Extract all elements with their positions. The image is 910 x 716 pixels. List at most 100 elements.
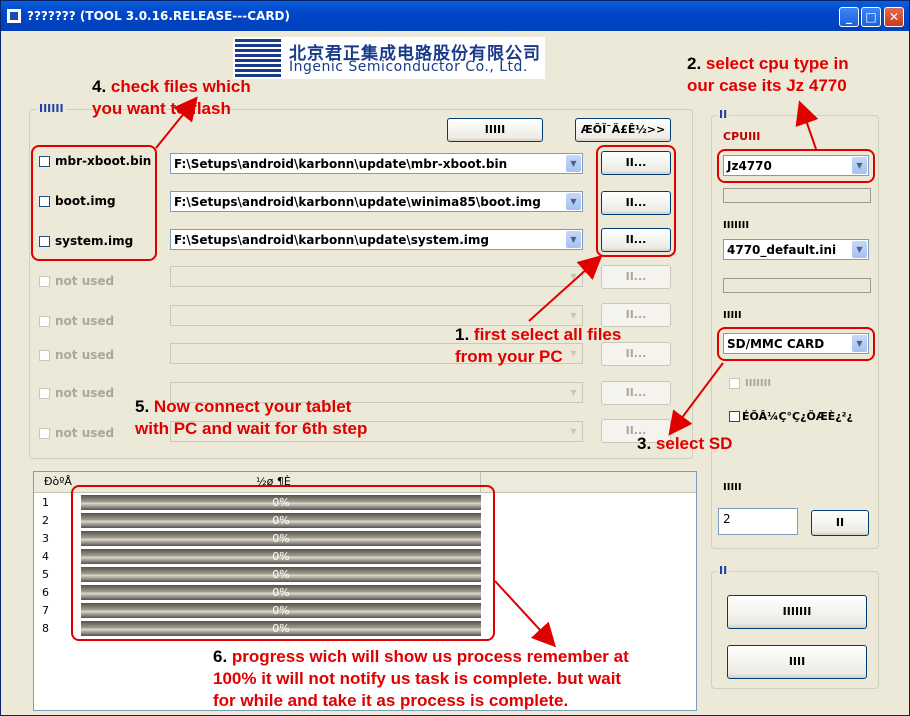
annotation-step-3: 3. select SD — [637, 433, 732, 455]
row-index: 7 — [42, 604, 49, 617]
stop-button[interactable]: IIII — [727, 645, 867, 679]
row-index: 5 — [42, 568, 49, 581]
file-label-7: not used — [55, 386, 115, 400]
chevron-down-icon[interactable]: ▼ — [852, 157, 867, 174]
file-path-6[interactable]: ▼ — [170, 343, 583, 364]
browse-button-system[interactable]: II... — [601, 228, 671, 252]
annotation-text: you want to flash — [92, 99, 231, 118]
annotation-step-4: 4. check files which you want to flash — [92, 76, 251, 120]
file-path-8[interactable]: ▼ — [170, 421, 583, 442]
file-label-boot: boot.img — [55, 194, 116, 208]
chevron-down-icon[interactable]: ▼ — [852, 241, 867, 258]
annotation-box-cpu — [717, 149, 875, 183]
chevron-down-icon[interactable]: ▼ — [566, 384, 581, 401]
list-item[interactable]: 3 0% — [34, 530, 696, 548]
cpu-select[interactable]: Jz4770 ▼ — [723, 155, 869, 176]
row-index: 2 — [42, 514, 49, 527]
file-path-system[interactable]: F:\Setups\android\karbonn\update\system.… — [170, 229, 583, 250]
file-checkbox-system[interactable] — [39, 236, 50, 247]
file-checkbox-8[interactable] — [39, 428, 50, 439]
cpu-label: CPUIII — [723, 130, 761, 143]
chevron-down-icon[interactable]: ▼ — [566, 231, 581, 248]
file-path-boot[interactable]: F:\Setups\android\karbonn\update\winima8… — [170, 191, 583, 212]
close-button[interactable]: ✕ — [884, 7, 904, 27]
file-path-7[interactable]: ▼ — [170, 382, 583, 403]
ini-select[interactable]: 4770_default.ini ▼ — [723, 239, 869, 260]
file-label-system: system.img — [55, 234, 134, 248]
device-select[interactable]: SD/MMC CARD ▼ — [723, 333, 869, 354]
arrow-1 — [528, 254, 603, 322]
start-button[interactable]: IIIIIII — [727, 595, 867, 629]
config-mode-button[interactable]: ÆÕÏ¯Ä£Ê½>> — [575, 118, 671, 142]
annotation-box-progress — [71, 485, 495, 641]
option-checkbox-1[interactable] — [729, 378, 740, 389]
file-checkbox-5[interactable] — [39, 316, 50, 327]
title-bar[interactable]: ??????? (TOOL 3.0.16.RELEASE---CARD) _ □… — [1, 1, 909, 31]
progress-bar: 0% — [81, 495, 481, 510]
device-label: IIIII — [723, 310, 742, 321]
annotation-number: 3. — [637, 434, 652, 453]
column-header-index[interactable]: ÐòºÅ — [44, 475, 72, 488]
option-label-1: IIIIIII — [745, 378, 772, 389]
row-index: 6 — [42, 586, 49, 599]
count-input[interactable]: 2 — [718, 508, 798, 535]
browse-button-6[interactable]: II... — [601, 342, 671, 366]
files-group — [29, 109, 693, 459]
row-index: 8 — [42, 622, 49, 635]
browse-button-mbr[interactable]: II... — [601, 151, 671, 175]
file-label-8: not used — [55, 426, 115, 440]
maximize-button[interactable]: □ — [861, 7, 881, 27]
row-index: 3 — [42, 532, 49, 545]
chevron-down-icon[interactable]: ▼ — [566, 423, 581, 440]
count-apply-button[interactable]: II — [811, 510, 869, 536]
file-path-system-value: F:\Setups\android\karbonn\update\system.… — [174, 233, 490, 247]
file-checkbox-4[interactable] — [39, 276, 50, 287]
annotation-number: 6. — [213, 647, 228, 666]
annotation-text: first select all files — [473, 325, 622, 344]
minimize-button[interactable]: _ — [839, 7, 859, 27]
chevron-down-icon[interactable]: ▼ — [566, 155, 581, 172]
chevron-down-icon[interactable]: ▼ — [852, 335, 867, 352]
column-header-progress[interactable]: ½ø ¶È — [256, 475, 291, 488]
progress-bar: 0% — [81, 603, 481, 618]
cpu-select-value: Jz4770 — [727, 159, 772, 173]
annotation-step-1: 1. first select all files from your PC — [455, 324, 621, 368]
file-checkbox-6[interactable] — [39, 350, 50, 361]
file-path-boot-value: F:\Setups\android\karbonn\update\winima8… — [174, 195, 541, 209]
logo-text-cn: 北京君正集成电路股份有限公司 — [289, 44, 541, 64]
browse-button-boot[interactable]: II... — [601, 191, 671, 215]
column-divider[interactable] — [480, 472, 481, 492]
progress-bar: 0% — [81, 567, 481, 582]
list-item[interactable]: 7 0% — [34, 602, 696, 620]
chevron-down-icon[interactable]: ▼ — [566, 307, 581, 324]
file-path-5[interactable]: ▼ — [170, 305, 583, 326]
progress-percent: 0% — [272, 568, 290, 581]
list-item[interactable]: 5 0% — [34, 566, 696, 584]
browse-button-5[interactable]: II... — [601, 303, 671, 327]
file-label-6: not used — [55, 348, 115, 362]
files-top-button[interactable]: IIIII — [447, 118, 543, 142]
count-label: IIIII — [723, 482, 742, 493]
progress-bar: 0% — [81, 513, 481, 528]
file-path-mbr[interactable]: F:\Setups\android\karbonn\update\mbr-xbo… — [170, 153, 583, 174]
progress-list-header: ÐòºÅ ½ø ¶È — [34, 472, 696, 493]
browse-button-7[interactable]: II... — [601, 381, 671, 405]
progress-percent: 0% — [272, 604, 290, 617]
force-erase-checkbox[interactable] — [729, 411, 740, 422]
file-checkbox-boot[interactable] — [39, 196, 50, 207]
file-checkbox-mbr[interactable] — [39, 156, 50, 167]
logo-mark-icon — [235, 39, 281, 77]
chevron-down-icon[interactable]: ▼ — [566, 193, 581, 210]
file-checkbox-7[interactable] — [39, 388, 50, 399]
list-item[interactable]: 2 0% — [34, 512, 696, 530]
chevron-down-icon[interactable]: ▼ — [566, 345, 581, 362]
progress-percent: 0% — [272, 532, 290, 545]
progress-bar: 0% — [81, 531, 481, 546]
browse-button-8[interactable]: II... — [601, 419, 671, 443]
annotation-number: 2. — [687, 54, 702, 73]
